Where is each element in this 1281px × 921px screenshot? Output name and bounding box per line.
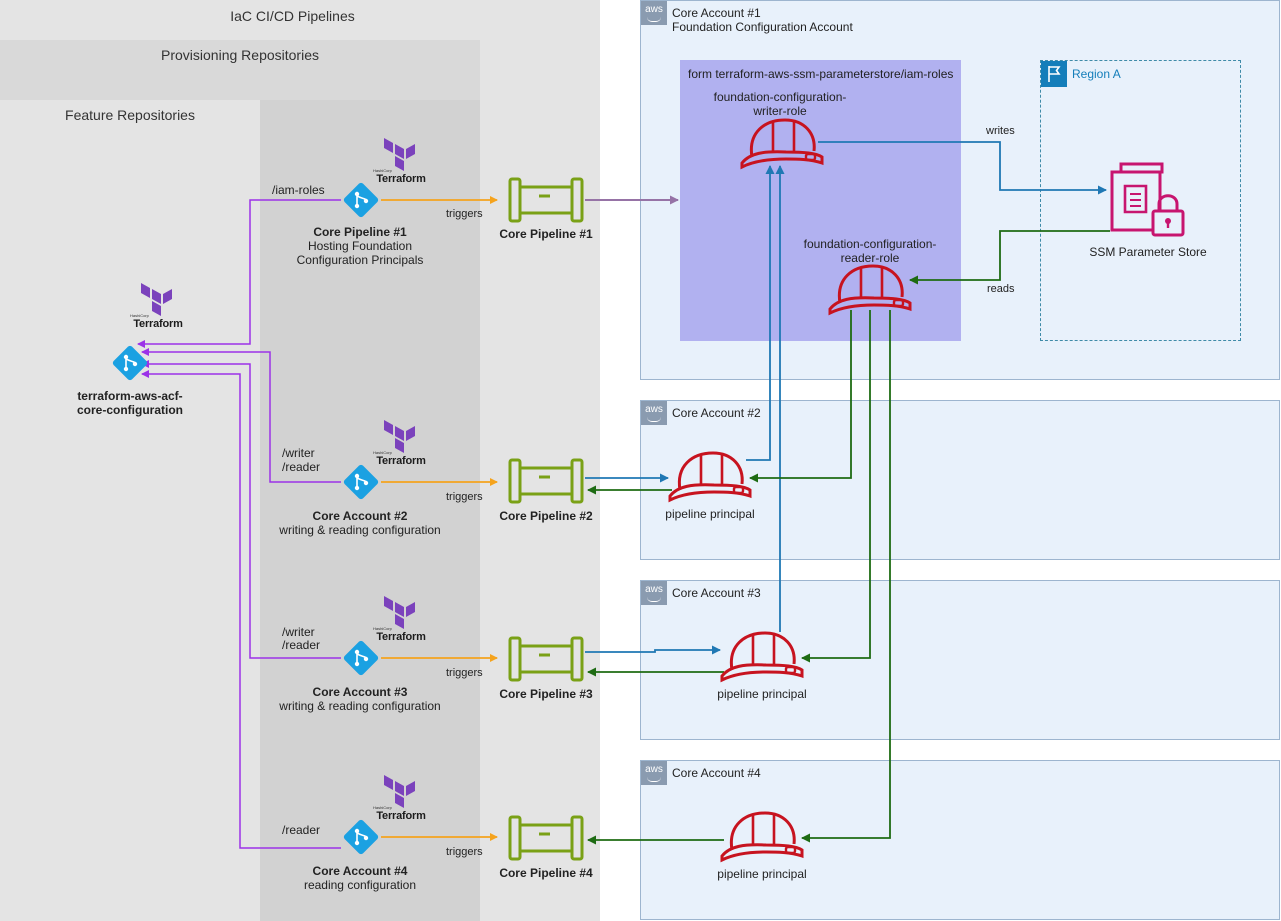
- codepipeline-icon: [508, 636, 584, 682]
- terraform-icon: [384, 775, 415, 808]
- principal-4-label: pipeline principal: [717, 867, 807, 881]
- iam-roles-module-box: [680, 60, 961, 341]
- account-3-title: Core Account #3: [672, 586, 761, 600]
- git-repo-icon: [341, 817, 381, 857]
- core-repo-1-label: Core Pipeline #1 Hosting Foundation Conf…: [296, 225, 424, 267]
- repo-ref-3: [141, 360, 341, 659]
- core-repo-1-path: /iam-roles: [272, 183, 325, 197]
- git-repo-icon: [341, 180, 381, 220]
- pipeline-4-label: Core Pipeline #4: [499, 866, 593, 880]
- reader-to-principal-3: [801, 310, 871, 663]
- central-repo-label: terraform-aws-acf- core-configuration: [76, 389, 183, 417]
- git-repo-icon: [110, 343, 150, 383]
- trigger-label-4: triggers: [446, 846, 483, 858]
- repo-ref-4: [141, 370, 341, 849]
- core-repo-2-path-reader: /reader: [282, 460, 321, 474]
- region-a-container: [1040, 60, 1241, 341]
- terraform-logo-repo-2: HashiCorp Terraform: [371, 420, 431, 472]
- codepipeline-icon: [508, 458, 584, 504]
- principal-2-helmet-icon: [668, 451, 752, 502]
- git-repo-icon: [341, 462, 381, 502]
- ssm-label: SSM Parameter Store: [1089, 245, 1207, 259]
- core-account-4-container: aws: [640, 760, 1280, 920]
- aws-logo-icon: aws: [641, 1, 667, 25]
- writer-role-helmet-icon: [740, 118, 824, 169]
- core-repo-4-label: Core Account #4 reading configuration: [303, 864, 417, 892]
- trigger-label-2: triggers: [446, 491, 483, 503]
- git-repo-icon: [341, 638, 381, 678]
- codepipeline-icon: [508, 815, 584, 861]
- core-repo-3-path-writer: /writer: [282, 625, 315, 639]
- terraform-icon: [384, 138, 415, 171]
- core-repo-4-path-reader: /reader: [282, 823, 321, 837]
- account-1-title: Core Account #1: [672, 6, 761, 20]
- terraform-logo-central: HashiCorp Terraform: [128, 283, 188, 335]
- trigger-label-1: triggers: [446, 208, 483, 220]
- repo-ref-1: [137, 199, 341, 348]
- account-4-title: Core Account #4: [672, 766, 761, 780]
- provisioning-title: Provisioning Repositories: [161, 47, 319, 63]
- core-repo-3-label: Core Account #3 writing & reading config…: [279, 685, 441, 713]
- reads-arrow: [909, 230, 1110, 285]
- account-1-subtitle: Foundation Configuration Account: [672, 20, 853, 34]
- core-repo-3-path-reader: /reader: [282, 638, 321, 652]
- reader-role-label: foundation-configuration- reader-role: [803, 237, 937, 265]
- iam-roles-box-title: form terraform-aws-ssm-parameterstore/ia…: [688, 67, 954, 81]
- reads-label: reads: [987, 283, 1015, 295]
- pipeline-1-label: Core Pipeline #1: [499, 227, 593, 241]
- aws-logo-icon: aws: [641, 581, 667, 605]
- pipeline-3-to-principal: [585, 645, 721, 655]
- region-flag-icon: [1041, 61, 1067, 87]
- core-account-2-container: aws: [640, 400, 1280, 560]
- region-title: Region A: [1072, 67, 1121, 81]
- core-repo-2-path-writer: /writer: [282, 446, 315, 460]
- pipeline-2-label: Core Pipeline #2: [499, 509, 593, 523]
- aws-logo-icon: aws: [641, 401, 667, 425]
- reader-to-principal-2: [749, 310, 852, 483]
- principal-4-helmet-icon: [720, 811, 804, 862]
- pipeline-3-label: Core Pipeline #3: [499, 687, 593, 701]
- core-account-3-container: aws: [640, 580, 1280, 740]
- ssm-parameter-store-icon: [1110, 162, 1185, 237]
- writer-role-label: foundation-configuration- writer-role: [713, 90, 847, 118]
- terraform-icon: [384, 420, 415, 453]
- reader-to-principal-4: [801, 310, 891, 843]
- repo-ref-2: [141, 348, 341, 483]
- reader-role-helmet-icon: [828, 264, 912, 315]
- principal-2-label: pipeline principal: [665, 507, 755, 521]
- principal-3-label: pipeline principal: [717, 687, 807, 701]
- terraform-logo-repo-4: HashiCorp Terraform: [371, 775, 431, 827]
- principal-2-assume-writer: [746, 165, 775, 461]
- core-repo-2-label: Core Account #2 writing & reading config…: [279, 509, 441, 537]
- feature-title: Feature Repositories: [65, 107, 195, 123]
- writes-label: writes: [986, 125, 1015, 137]
- terraform-icon: [384, 596, 415, 629]
- feature-repositories-panel: [0, 100, 260, 921]
- terraform-logo-repo-3: HashiCorp Terraform: [371, 596, 431, 648]
- codepipeline-icon: [508, 177, 584, 223]
- account-2-title: Core Account #2: [672, 406, 761, 420]
- aws-logo-icon: aws: [641, 761, 667, 785]
- terraform-logo-repo-1: HashiCorp Terraform: [371, 138, 431, 190]
- core-repositories-strip: [260, 100, 480, 921]
- writes-arrow: [818, 141, 1107, 195]
- principal-3-helmet-icon: [720, 631, 804, 682]
- cicd-title: IaC CI/CD Pipelines: [230, 8, 355, 24]
- terraform-icon: [141, 283, 172, 316]
- trigger-label-3: triggers: [446, 667, 483, 679]
